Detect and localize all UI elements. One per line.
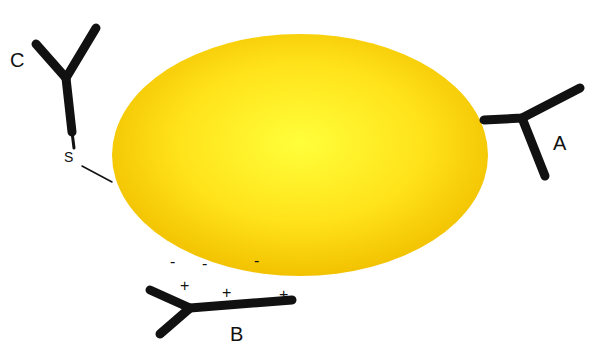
antibody-label: B [230, 324, 243, 344]
charge-label: - [202, 256, 207, 272]
antibody-label: A [553, 133, 566, 153]
antibody-label: C [10, 50, 24, 70]
thiol-label: S [64, 150, 73, 164]
charge-label: - [254, 253, 259, 269]
antibody-b [150, 290, 292, 334]
charge-label: + [222, 285, 231, 301]
antibody-c [36, 28, 112, 182]
charge-label: - [170, 254, 175, 270]
charge-label: + [180, 278, 189, 294]
charge-label: + [279, 287, 288, 303]
gold-nanoparticle [112, 34, 488, 276]
antibody-a [484, 88, 580, 176]
